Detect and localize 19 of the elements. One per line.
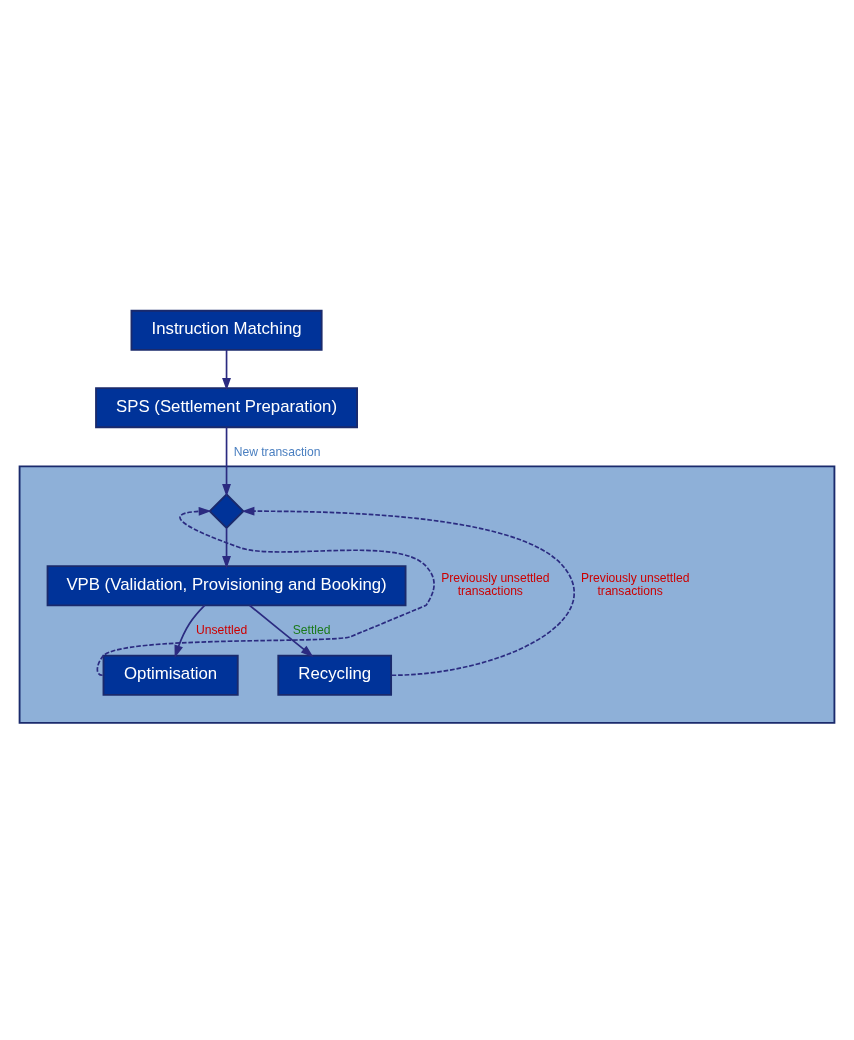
edge-label: Settled <box>292 622 331 637</box>
arrow <box>248 604 314 657</box>
edge-label: Previously unsettled transactions <box>581 570 690 598</box>
edge-label: New transaction <box>233 444 321 459</box>
arrow <box>222 426 231 497</box>
arrow <box>174 604 206 658</box>
arrow <box>241 506 576 676</box>
edge-label: Unsettled <box>196 622 248 637</box>
arrow <box>222 526 231 569</box>
node-box: Instruction Matching <box>130 309 323 351</box>
node-box: VPB (Validation, Provisioning and Booking) <box>46 564 407 606</box>
node-box: Optimisation <box>102 654 239 696</box>
edge-label: Previously unsettled transactions <box>441 570 550 598</box>
node-box: SPS (Settlement Preparation) <box>95 386 358 428</box>
arrow <box>222 348 231 391</box>
node-diamond <box>208 492 245 529</box>
node-box: Recycling <box>277 654 393 696</box>
arrow <box>96 506 435 676</box>
cluster <box>18 465 836 724</box>
